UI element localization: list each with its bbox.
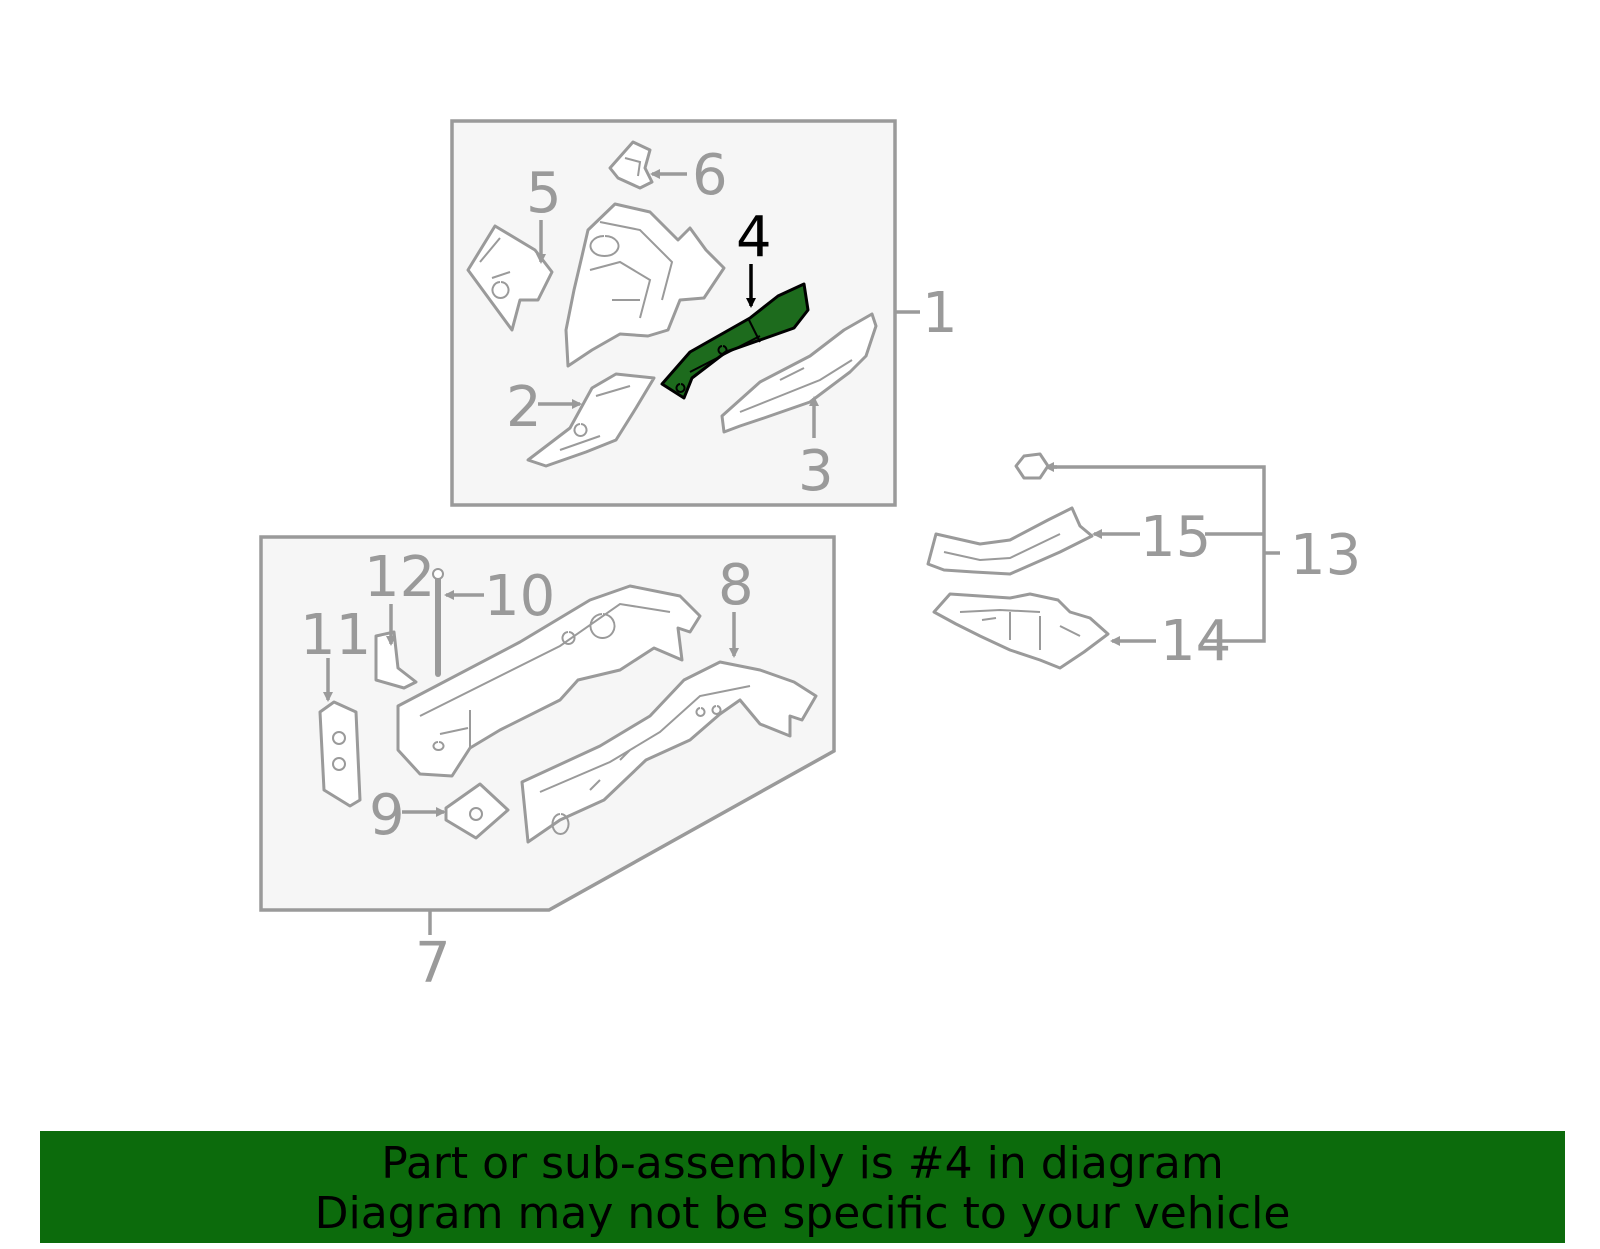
part-wheelhouse [564,202,726,368]
callout-1: 1 [922,281,958,346]
part-3 [720,312,878,434]
banner-line-part: Part or sub-assembly is #4 in diagram [381,1138,1224,1189]
callout-3: 3 [798,439,834,504]
callout-8: 8 [718,553,754,618]
part-15 [926,506,1094,576]
part-4-highlighted [660,282,810,400]
info-banner: Part or sub-assembly is #4 in diagram Di… [40,1131,1565,1243]
callout-6: 6 [692,143,728,208]
banner-line-disclaimer: Diagram may not be specific to your vehi… [314,1188,1291,1239]
callout-13: 13 [1290,523,1361,588]
part-12 [374,630,418,690]
part-10 [432,568,444,677]
part-14 [932,592,1110,670]
part-5 [466,224,554,332]
callout-4: 4 [736,205,772,270]
callout-10: 10 [484,564,555,629]
part-rail-upper [396,584,702,778]
part-8 [520,660,818,844]
callout-2: 2 [506,375,542,440]
callout-9: 9 [369,783,405,848]
callout-11: 11 [300,603,371,668]
part-11 [318,700,362,808]
callout-15: 15 [1140,505,1211,570]
callout-7: 7 [415,931,451,996]
callout-14: 14 [1160,609,1231,674]
part-9 [444,782,510,840]
part-nut [1014,452,1050,480]
callout-12: 12 [364,545,435,610]
callout-5: 5 [526,161,562,226]
part-6 [608,140,654,190]
